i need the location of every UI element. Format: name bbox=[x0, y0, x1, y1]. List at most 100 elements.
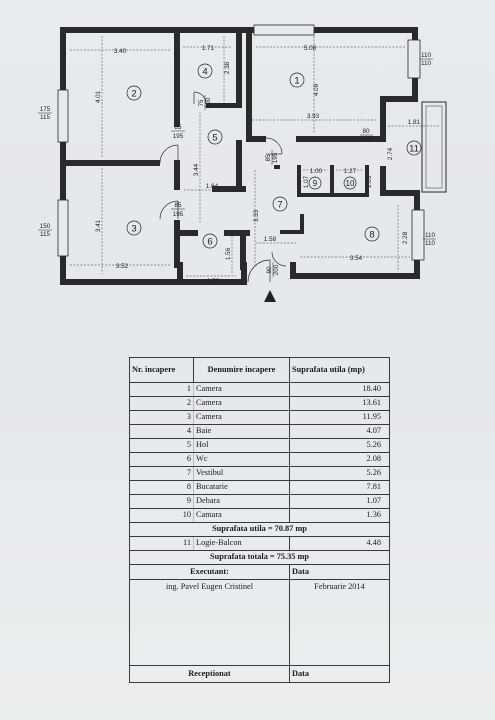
plan-windows bbox=[57, 24, 425, 261]
table-row: 2 Camera 13.61 bbox=[129, 396, 390, 411]
useful-area-total: Suprafata utila = 70.87 mp bbox=[129, 522, 390, 537]
room-area: 11.95 bbox=[289, 410, 390, 425]
room-name: Bucatarie bbox=[193, 480, 290, 495]
room-number-3: 3 bbox=[131, 224, 136, 235]
date-label: Data bbox=[289, 564, 390, 580]
room-area: 2.08 bbox=[289, 452, 390, 467]
room-numbers: 1 2 3 4 5 6 7 8 9 10 11 bbox=[131, 67, 419, 248]
balcony-row: 11 Logie-Balcon 4.48 bbox=[129, 536, 390, 551]
dim-room6-height: 1.56 bbox=[225, 247, 232, 260]
table-row: 8 Bucatarie 7.81 bbox=[129, 480, 390, 495]
door-room3-width: 85 bbox=[174, 202, 182, 209]
room-number-7: 7 bbox=[277, 200, 282, 211]
plan-balcony bbox=[421, 101, 447, 193]
room-nr: 10 bbox=[129, 508, 194, 523]
dim-room2-height: 4.01 bbox=[95, 90, 102, 103]
window-room1-height: 110 bbox=[421, 60, 432, 67]
window-room2-height: 115 bbox=[40, 114, 51, 121]
table-row: 3 Camera 11.95 bbox=[129, 410, 390, 425]
door-room7-height: 195 bbox=[272, 152, 279, 163]
header-area: Suprafata utila (mp) bbox=[289, 357, 390, 383]
dim-room10-width: 1.27 bbox=[344, 168, 357, 175]
dim-hol-width: 1.64 bbox=[206, 183, 219, 190]
plan-room-circles bbox=[126, 63, 422, 249]
room-nr: 8 bbox=[129, 480, 194, 495]
total-area: Suprafata totala = 75.35 mp bbox=[129, 550, 390, 565]
window-room8-width: 110 bbox=[425, 232, 436, 239]
door-room3-height: 195 bbox=[173, 211, 184, 218]
room-name: Hol bbox=[193, 438, 290, 453]
window-room3-width: 150 bbox=[40, 223, 51, 230]
room-number-8: 8 bbox=[369, 230, 374, 241]
table-row: 4 Baie 4.07 bbox=[129, 424, 390, 439]
room-number-11: 11 bbox=[409, 144, 419, 155]
dim-room6-width: 1.59 bbox=[207, 278, 220, 285]
dim-room4-width: 1.71 bbox=[202, 45, 215, 52]
header-name: Denumire incapere bbox=[193, 357, 290, 383]
window-room3-height: 115 bbox=[40, 231, 51, 238]
room-dimensions: 3.40 1.71 5.08 4.01 2.38 4.09 3.93 1.81 … bbox=[95, 45, 421, 285]
room-name: Baie bbox=[193, 424, 290, 439]
room-nr: 9 bbox=[129, 494, 194, 509]
dim-room8-width: 3.54 bbox=[350, 255, 363, 262]
dim-room2-width: 3.40 bbox=[114, 48, 127, 55]
balcony-name: Logie-Balcon bbox=[193, 536, 290, 551]
window-room8-height: 110 bbox=[425, 240, 436, 247]
room-area: 5.26 bbox=[289, 438, 390, 453]
table-row: 7 Vestibul 5.26 bbox=[129, 466, 390, 481]
window-room1-width: 110 bbox=[421, 52, 432, 59]
dim-room7-width: 1.58 bbox=[264, 236, 277, 243]
room-number-10: 10 bbox=[346, 179, 355, 188]
executant-label: Executant: bbox=[129, 564, 290, 580]
dim-room3-height: 3.41 bbox=[95, 219, 102, 232]
room-area: 1.07 bbox=[289, 494, 390, 509]
dim-hol-height: 3.44 bbox=[193, 163, 200, 176]
balcony-nr: 11 bbox=[129, 536, 194, 551]
door-room2-width: 85 bbox=[174, 124, 182, 131]
table-row: 6 Wc 2.08 bbox=[129, 452, 390, 467]
dim-room8-height: 2.28 bbox=[402, 231, 409, 244]
executant-date: Februarie 2014 bbox=[289, 579, 390, 666]
plan-dimension-lines bbox=[70, 36, 440, 277]
received-date-label: Data bbox=[289, 665, 390, 683]
plan-walls bbox=[60, 27, 420, 285]
dim-room11-height: 2.74 bbox=[387, 147, 394, 160]
opening-fraction-bars bbox=[38, 58, 436, 277]
opening-labels: 175 115 150 115 110 110 110 110 85 195 8… bbox=[40, 52, 436, 275]
door-entry-height: 200 bbox=[273, 264, 280, 275]
room-area: 13.61 bbox=[289, 396, 390, 411]
table-header-row: Nr. incapere Denumire incapere Suprafata… bbox=[129, 357, 390, 383]
room-area: 5.26 bbox=[289, 466, 390, 481]
room-area: 18.40 bbox=[289, 382, 390, 397]
room-name: Camera bbox=[193, 382, 290, 397]
table-row: 9 Debara 1.07 bbox=[129, 494, 390, 509]
executant-name: ing. Pavel Eugen Cristinel bbox=[129, 579, 290, 666]
room-nr: 6 bbox=[129, 452, 194, 467]
room-number-2: 2 bbox=[131, 89, 136, 100]
room-nr: 3 bbox=[129, 410, 194, 425]
useful-total-row: Suprafata utila = 70.87 mp bbox=[129, 522, 390, 537]
room-name: Vestibul bbox=[193, 466, 290, 481]
room-nr: 7 bbox=[129, 466, 194, 481]
executant-header-row: Executant: Data bbox=[129, 564, 390, 580]
room-name: Wc bbox=[193, 452, 290, 467]
room-number-5: 5 bbox=[212, 133, 217, 144]
room-nr: 4 bbox=[129, 424, 194, 439]
room-area: 1.36 bbox=[289, 508, 390, 523]
received-label: Receptionat bbox=[129, 665, 290, 683]
door-room11-height: 110 bbox=[361, 136, 372, 143]
room-name: Camara bbox=[193, 508, 290, 523]
table-row: 10 Camara 1.36 bbox=[129, 508, 390, 523]
door-entry-width: 90 bbox=[266, 266, 273, 274]
floor-plan: 1 2 3 4 5 6 7 8 9 10 11 3.40 1.71 5.08 4… bbox=[38, 24, 447, 302]
received-row: Receptionat Data bbox=[129, 665, 390, 683]
header-nr: Nr. incapere bbox=[129, 357, 194, 383]
balcony-area: 4.48 bbox=[289, 536, 390, 551]
room-area: 7.81 bbox=[289, 480, 390, 495]
room-number-6: 6 bbox=[207, 237, 212, 248]
door-room2-height: 195 bbox=[173, 133, 184, 140]
window-room2-width: 175 bbox=[40, 106, 51, 113]
dim-room3-width: 3.52 bbox=[116, 263, 129, 270]
room-number-9: 9 bbox=[313, 179, 318, 188]
door-room11-width: 80 bbox=[362, 128, 370, 135]
